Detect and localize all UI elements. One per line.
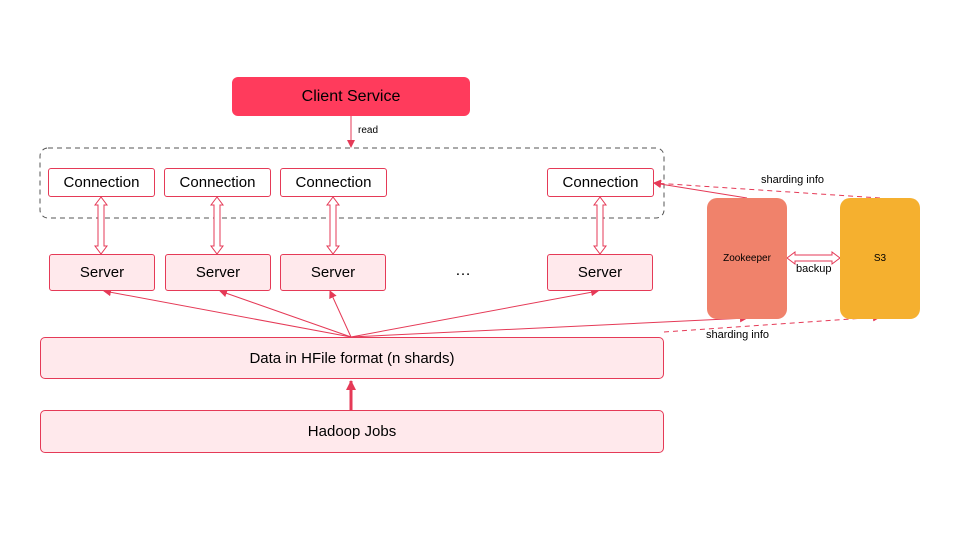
- connection-box: Connection: [280, 168, 387, 197]
- server-box: Server: [49, 254, 155, 291]
- client-service-box: Client Service: [232, 77, 470, 116]
- sharding-info-top-label: sharding info: [761, 174, 824, 186]
- s3-to-connection-arrow: [653, 179, 881, 199]
- data-to-s3-arrow: [663, 313, 881, 333]
- server-box: Server: [547, 254, 653, 291]
- server-label: Server: [195, 264, 241, 281]
- s3-box: S3: [840, 198, 920, 319]
- client-service-label: Client Service: [301, 87, 401, 105]
- server-label: Server: [577, 264, 623, 281]
- connection-label: Connection: [179, 174, 256, 191]
- connection-box: Connection: [164, 168, 271, 197]
- connection-box: Connection: [48, 168, 155, 197]
- server-box: Server: [165, 254, 271, 291]
- more-servers-ellipsis: …: [455, 262, 472, 279]
- connection-server-link: [326, 196, 340, 255]
- connection-label: Connection: [295, 174, 372, 191]
- hfile-data-label: Data in HFile format (n shards): [249, 349, 455, 367]
- read-label: read: [358, 125, 379, 136]
- s3-label: S3: [873, 253, 887, 264]
- data-distribution-arrows: [103, 288, 748, 338]
- hadoop-jobs-box: Hadoop Jobs: [40, 410, 664, 453]
- connection-label: Connection: [63, 174, 140, 191]
- sharding-info-bottom-label: sharding info: [706, 329, 769, 341]
- server-label: Server: [79, 264, 125, 281]
- zookeeper-to-connection-arrow: [653, 180, 748, 199]
- server-label: Server: [310, 264, 356, 281]
- connection-server-link: [210, 196, 224, 255]
- zookeeper-label: Zookeeper: [723, 253, 771, 264]
- connection-cluster-group: [39, 147, 665, 219]
- connection-box: Connection: [547, 168, 654, 197]
- hadoop-jobs-label: Hadoop Jobs: [307, 423, 397, 440]
- connection-server-link: [593, 196, 607, 255]
- hfile-data-box: Data in HFile format (n shards): [40, 337, 664, 379]
- zookeeper-box: Zookeeper: [707, 198, 787, 319]
- backup-label: backup: [796, 263, 832, 275]
- connection-server-link: [94, 196, 108, 255]
- connection-label: Connection: [562, 174, 639, 191]
- server-box: Server: [280, 254, 386, 291]
